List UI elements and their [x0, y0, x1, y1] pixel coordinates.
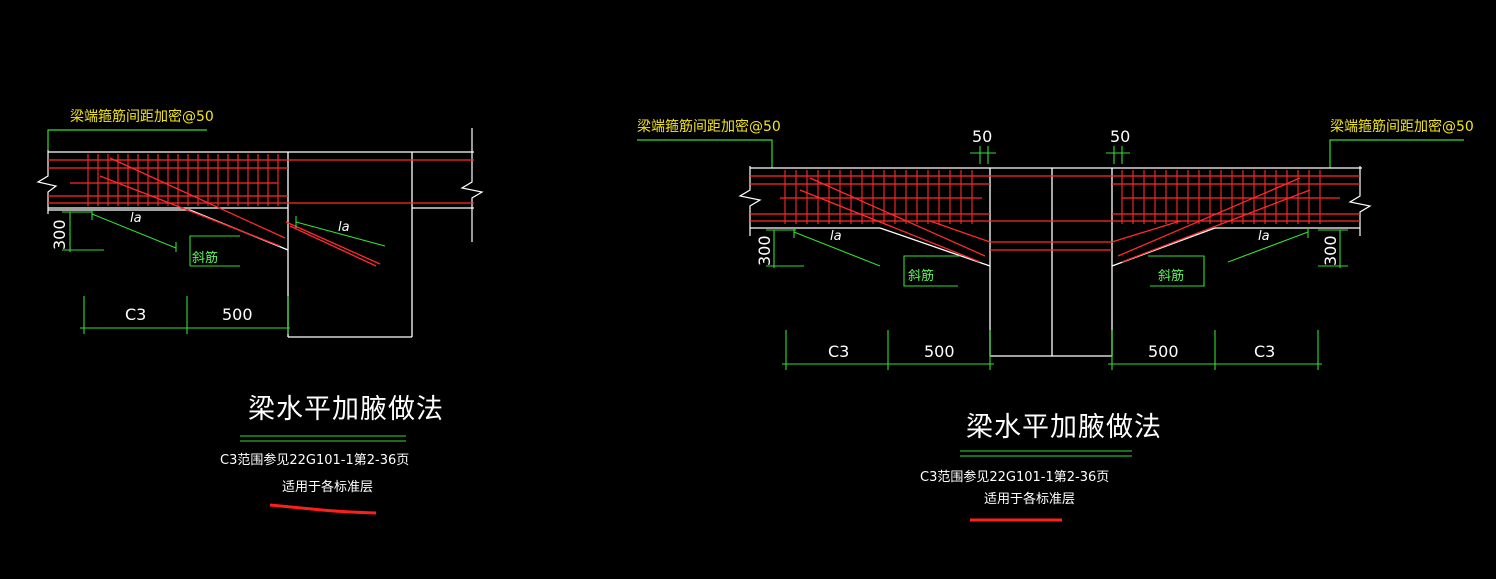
left-note-line2: 适用于各标准层	[282, 479, 373, 495]
left-stirrup-note: 梁端箍筋间距加密@50	[47, 108, 214, 150]
right-la-label-right: la	[1258, 229, 1270, 244]
right-haunch-height-left: 300	[755, 235, 774, 266]
right-stirrup-note-left: 梁端箍筋间距加密@50	[637, 118, 781, 135]
right-300-dimensions	[766, 229, 1348, 268]
right-dim-500-right: 500	[1148, 342, 1179, 361]
right-break-symbols	[738, 166, 1372, 236]
left-bottom-dimension	[80, 296, 290, 334]
right-diag-bar-leaders	[903, 255, 1205, 287]
right-title: 梁水平加腋做法	[966, 412, 1162, 443]
left-stirrups	[87, 154, 279, 206]
right-detail: 梁端箍筋间距加密@50 梁端箍筋间距加密@50 50 50	[637, 118, 1474, 522]
left-dim-c3: C3	[125, 305, 146, 324]
right-stirrup-note-right: 梁端箍筋间距加密@50	[1330, 118, 1474, 135]
left-la-label-1: la	[130, 211, 142, 226]
right-rebar-longitudinal	[750, 175, 1360, 251]
left-stirrup-leader	[47, 129, 207, 150]
right-diag-bar-label-left: 斜筋	[908, 268, 934, 284]
right-dim-500-left: 500	[924, 342, 955, 361]
left-title: 梁水平加腋做法	[248, 394, 444, 425]
left-rebar-longitudinal	[48, 159, 474, 204]
right-bottom-dimension	[782, 330, 1322, 370]
left-300-dimension	[62, 211, 104, 252]
right-stirrups-left	[784, 170, 973, 224]
right-haunch-height-right: 300	[1321, 235, 1340, 266]
right-la-dimensions	[793, 228, 1309, 267]
left-diag-bar-label: 斜筋	[192, 250, 218, 266]
right-dim-c3-left: C3	[828, 342, 849, 361]
right-dim-50-left: 50	[972, 127, 992, 146]
left-diagonal-bars	[99, 157, 381, 267]
left-break-symbols	[36, 128, 484, 242]
right-note-line1: C3范围参见22G101-1第2-36页	[920, 469, 1109, 485]
right-la-label-left: la	[830, 229, 842, 244]
right-dim-50-right: 50	[1110, 127, 1130, 146]
left-beam-outline	[48, 151, 474, 338]
left-red-underline-mark	[269, 503, 377, 515]
left-diag-bar-leader	[189, 235, 240, 267]
left-stirrup-note-text: 梁端箍筋间距加密@50	[70, 108, 214, 125]
right-diag-bar-label-right: 斜筋	[1158, 268, 1184, 284]
left-haunch-height: 300	[50, 219, 69, 250]
right-dim-c3-right: C3	[1254, 342, 1275, 361]
right-50-dim-lines	[970, 146, 1130, 164]
left-note-line1: C3范围参见22G101-1第2-36页	[220, 452, 409, 468]
right-note-line2: 适用于各标准层	[984, 491, 1075, 507]
left-dim-500: 500	[222, 305, 253, 324]
right-diagonal-bars	[799, 177, 1311, 263]
right-stirrup-leader-right	[1329, 139, 1464, 168]
right-stirrup-leader-left	[637, 139, 773, 168]
right-beam-outline	[750, 167, 1362, 357]
left-detail: 梁端箍筋间距加密@50	[36, 108, 484, 515]
left-la-label-2: la	[338, 220, 350, 235]
